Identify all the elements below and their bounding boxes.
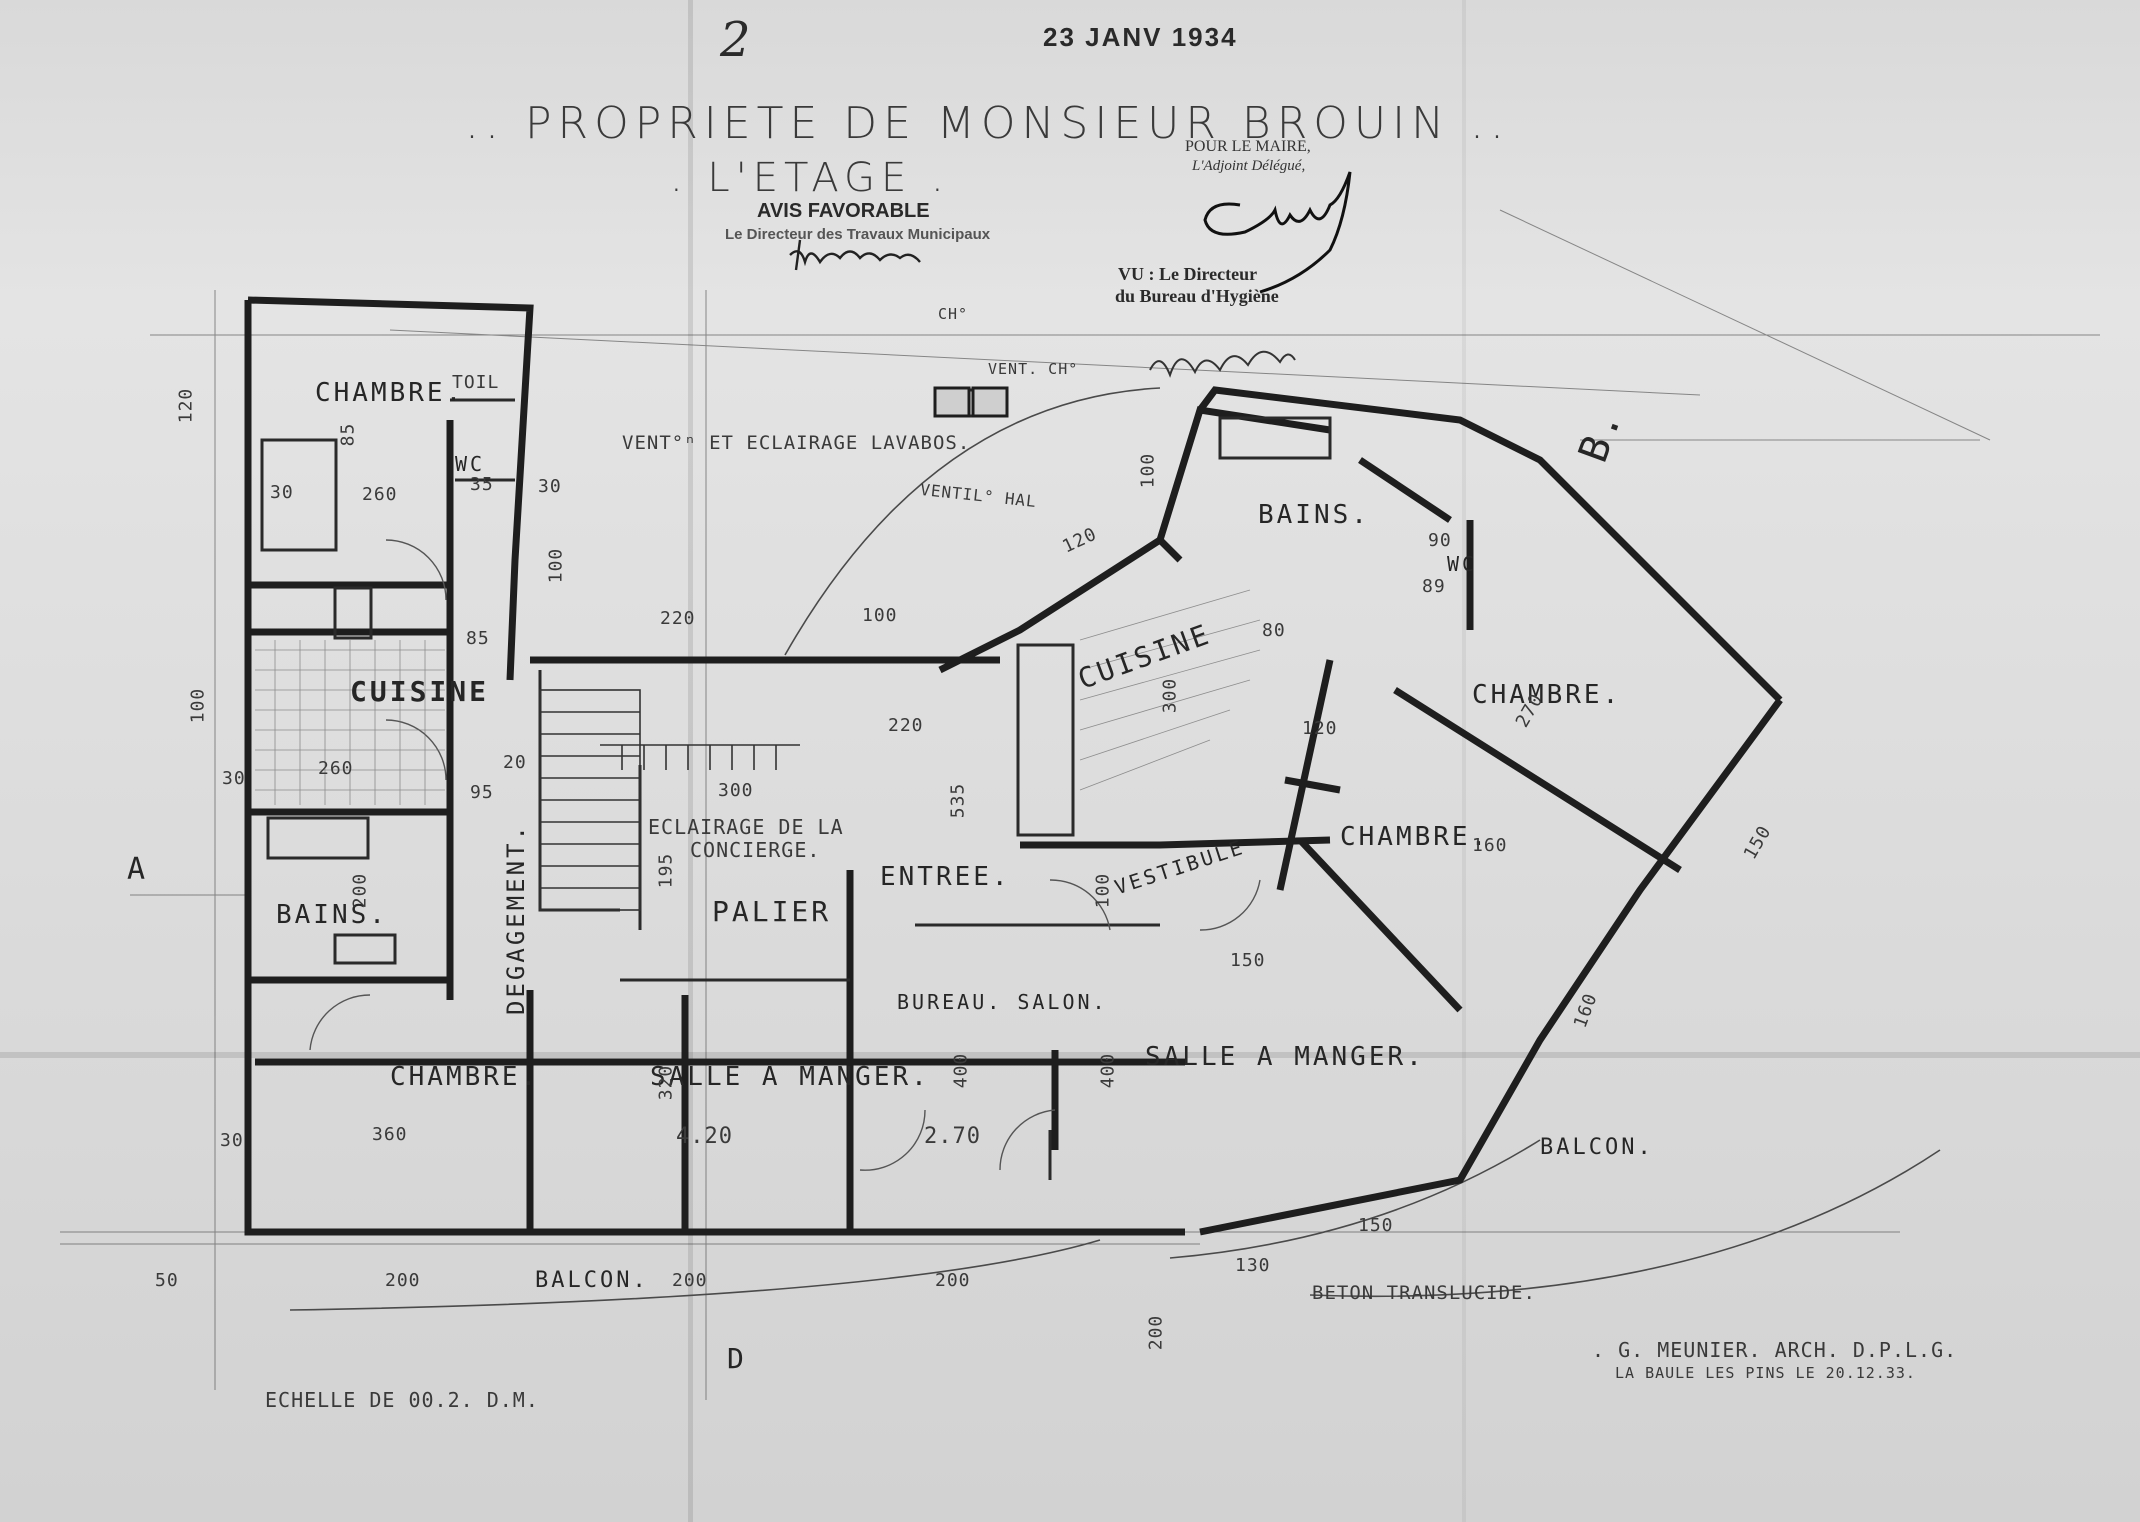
dim: 260 — [362, 484, 398, 505]
room-wc-right: WC — [1447, 552, 1478, 576]
room-cuisine-left: CUISINE — [350, 675, 490, 708]
door-swings — [309, 539, 1261, 1171]
dim: 100 — [545, 547, 567, 584]
room-salle-manger-left: SALLE A MANGER. — [650, 1062, 930, 1092]
dim: 400 — [950, 1052, 972, 1089]
dim: 160 — [1472, 835, 1508, 856]
dim: 400 — [1097, 1052, 1119, 1089]
room-chambre-nw: CHAMBRE. — [315, 378, 465, 408]
dim: 35 — [470, 474, 494, 495]
walls — [244, 296, 1783, 1236]
note-vent-ch: VENT. CH° — [988, 360, 1079, 378]
horizontal-fold — [0, 1052, 2140, 1058]
architect-name: . G. MEUNIER. ARCH. D.P.L.G. — [1592, 1338, 1958, 1362]
section-d-marker: D — [727, 1342, 747, 1375]
room-bureau-salon: BUREAU. SALON. — [897, 990, 1108, 1014]
dim: 85 — [466, 628, 490, 649]
room-palier: PALIER — [712, 895, 832, 928]
dim: 30 — [538, 476, 562, 497]
eclairage-line1: ECLAIRAGE DE LA — [648, 815, 844, 839]
room-chambre-e2: CHAMBRE. — [1340, 822, 1490, 852]
dim: 260 — [318, 758, 354, 779]
dim: 30 — [270, 482, 294, 503]
dim: 100 — [1092, 872, 1114, 909]
room-chambre-sw: CHAMBRE. — [390, 1062, 540, 1092]
note-beton: BETON TRANSLUCIDE. — [1312, 1282, 1536, 1304]
avis-favorable-stamp: AVIS FAVORABLE — [757, 200, 930, 222]
dim: 2.70 — [924, 1124, 981, 1149]
scale-note: ECHELLE DE 00.2. D.M. — [265, 1388, 539, 1412]
page-number: 2 — [720, 12, 753, 68]
room-salle-manger-right: SALLE A MANGER. — [1145, 1042, 1425, 1072]
dim: 100 — [862, 605, 898, 626]
dim: 195 — [655, 852, 677, 889]
dim: 120 — [1302, 718, 1338, 739]
dim: 85 — [337, 422, 359, 447]
maire-stamp-line2: L'Adjoint Délégué, — [1192, 158, 1306, 174]
dim: 4.20 — [676, 1124, 733, 1149]
place-date: LA BAULE LES PINS LE 20.12.33. — [1615, 1364, 1916, 1382]
vertical-fold — [688, 0, 693, 1522]
page-title: .. PROPRIETE DE MONSIEUR BROUIN .. — [465, 98, 1510, 149]
dim: 120 — [175, 387, 197, 424]
eclairage-line2: CONCIERGE. — [690, 838, 821, 862]
room-bains-left: BAINS. — [276, 900, 388, 930]
maire-signature — [1203, 171, 1352, 294]
balcon-bottom: BALCON. — [535, 1268, 649, 1293]
room-bains-right: BAINS. — [1258, 500, 1370, 530]
dim: 300 — [1159, 677, 1181, 714]
staircase — [539, 689, 800, 911]
room-toil: TOIL — [452, 372, 500, 393]
maire-stamp-line1: POUR LE MAIRE, — [1185, 138, 1311, 155]
room-entree: ENTREE. — [880, 862, 1011, 892]
hygiene-signature — [1149, 350, 1296, 378]
date-stamp: 23 JANV 1934 — [1043, 22, 1238, 52]
room-chambre-e1: CHAMBRE. — [1472, 680, 1622, 710]
page-subtitle: . L'ETAGE . — [670, 155, 950, 201]
dim: 95 — [470, 782, 494, 803]
dim: 30 — [220, 1130, 244, 1151]
dim: 300 — [718, 780, 754, 801]
dim: 150 — [1230, 950, 1266, 971]
note-ch-top: CH° — [938, 305, 969, 323]
vent-shafts — [933, 386, 1009, 418]
right-fold — [1462, 0, 1466, 1522]
dim: 220 — [888, 715, 924, 736]
dim: 150 — [1358, 1215, 1394, 1236]
dim: 20 — [503, 752, 527, 773]
dim: 89 — [1422, 576, 1446, 597]
arcs — [289, 387, 1941, 1311]
dim: 130 — [1235, 1255, 1271, 1276]
dim: 100 — [1137, 452, 1159, 489]
note-vent-lavabos: VENT°ⁿ ET ECLAIRAGE LAVABOS. — [622, 432, 971, 454]
dim: 200 — [385, 1270, 421, 1291]
dim: 360 — [372, 1124, 408, 1145]
dim: 535 — [947, 782, 969, 819]
room-degagement: DEGAGEMENT. — [501, 823, 530, 1015]
dim: 220 — [660, 608, 696, 629]
hygiene-stamp-line1: VU : Le Directeur — [1118, 264, 1258, 284]
dim: 50 — [155, 1270, 179, 1291]
directeur-signature — [789, 239, 921, 271]
room-wc-left: WC — [455, 452, 486, 476]
dim: 200 — [1145, 1314, 1167, 1351]
balcon-right: BALCON. — [1540, 1135, 1654, 1160]
dim: 200 — [349, 872, 371, 909]
dim: 200 — [672, 1270, 708, 1291]
dim: 80 — [1262, 620, 1286, 641]
hygiene-stamp-line2: du Bureau d'Hygiène — [1115, 286, 1279, 306]
dim: 30 — [222, 768, 246, 789]
dim: 320 — [655, 1064, 677, 1101]
dim: 100 — [187, 687, 209, 724]
dim: 90 — [1428, 530, 1452, 551]
tile-hatching — [255, 589, 1261, 805]
directeur-travaux-stamp: Le Directeur des Travaux Municipaux — [725, 226, 991, 243]
dim: 200 — [935, 1270, 971, 1291]
section-a-marker: A — [127, 852, 149, 887]
